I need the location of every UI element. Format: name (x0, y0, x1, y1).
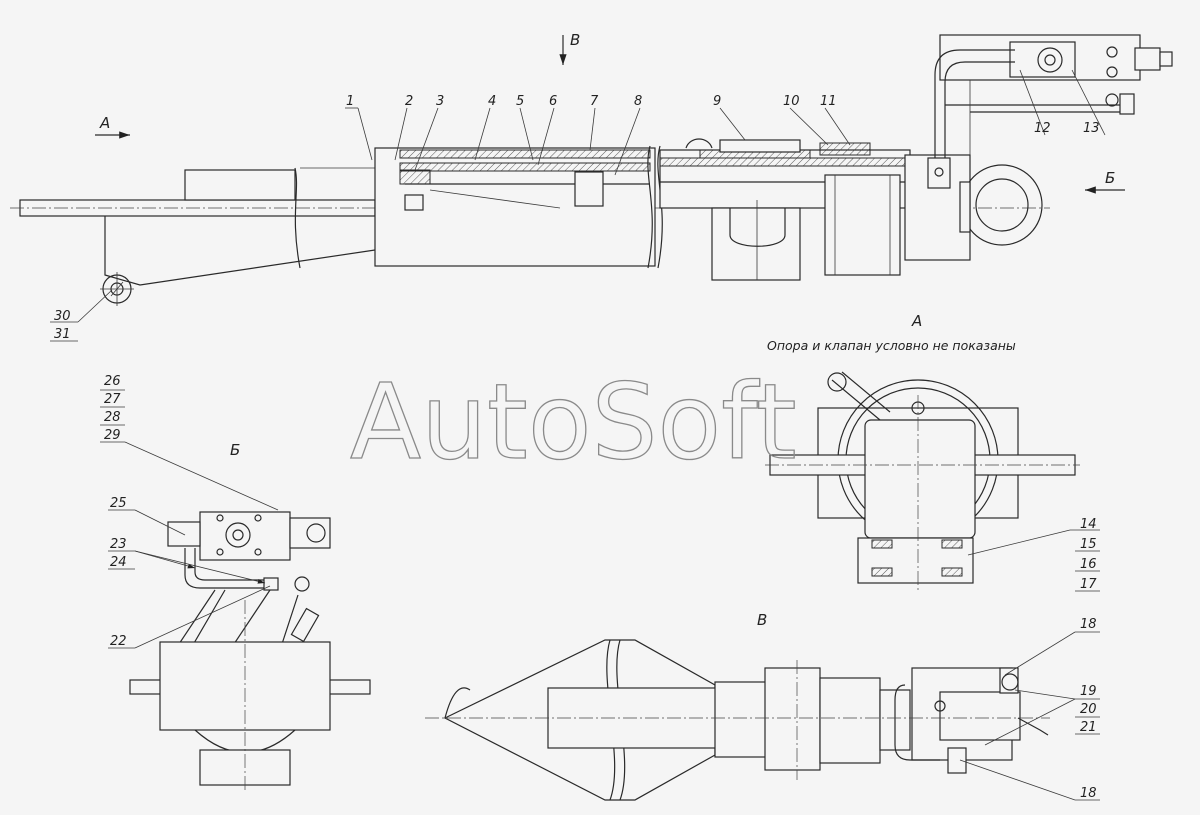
view-arrow-a: A (95, 114, 130, 139)
svg-text:15: 15 (1080, 537, 1097, 552)
svg-text:21: 21 (1080, 720, 1097, 735)
svg-text:27: 27 (104, 392, 121, 407)
callouts-main-top: 1 2 3 4 5 6 7 8 9 10 11 12 13 (345, 69, 1106, 176)
svg-text:В: В (757, 611, 767, 629)
main-section-view (10, 34, 1173, 306)
svg-text:5: 5 (516, 94, 524, 109)
svg-text:29: 29 (104, 428, 121, 443)
svg-text:4: 4 (488, 94, 496, 109)
svg-text:Б: Б (1105, 169, 1115, 187)
svg-text:16: 16 (1080, 557, 1097, 572)
svg-text:18: 18 (1080, 786, 1097, 801)
view-v: В (425, 611, 1050, 801)
svg-text:11: 11 (820, 94, 837, 109)
callouts-30-31: 30 31 (50, 289, 113, 342)
svg-text:8: 8 (634, 94, 642, 109)
svg-text:Опора и клапан условно не пока: Опора и клапан условно не показаны (767, 338, 1016, 353)
svg-text:28: 28 (104, 410, 121, 425)
svg-text:Б: Б (230, 441, 240, 459)
svg-text:31: 31 (54, 327, 71, 342)
svg-text:14: 14 (1080, 517, 1097, 532)
svg-text:1: 1 (346, 94, 354, 109)
svg-text:6: 6 (549, 94, 557, 109)
svg-text:12: 12 (1034, 121, 1051, 136)
svg-text:9: 9 (713, 94, 721, 109)
svg-text:В: В (570, 31, 580, 49)
svg-text:7: 7 (590, 94, 599, 109)
svg-text:22: 22 (110, 634, 127, 649)
view-a: A Опора и клапан условно не показаны (765, 312, 1080, 590)
view-arrow-b: Б (1085, 169, 1125, 194)
svg-text:26: 26 (104, 374, 121, 389)
svg-text:A: A (99, 114, 110, 132)
svg-text:30: 30 (54, 309, 71, 324)
svg-text:18: 18 (1080, 617, 1097, 632)
svg-text:10: 10 (783, 94, 800, 109)
svg-text:25: 25 (110, 496, 127, 511)
svg-text:2: 2 (405, 94, 413, 109)
svg-text:13: 13 (1083, 121, 1100, 136)
callouts-b: 26 27 28 29 25 23 24 22 (100, 374, 279, 649)
callouts-14-17: 14 15 16 17 (967, 517, 1100, 592)
svg-text:19: 19 (1080, 684, 1097, 699)
svg-text:24: 24 (110, 555, 127, 570)
view-b: Б (129, 441, 371, 790)
callouts-v: 18 19 20 21 18 (959, 617, 1100, 801)
watermark: AutoSoft (350, 361, 797, 483)
svg-text:17: 17 (1080, 577, 1097, 592)
svg-text:23: 23 (110, 537, 127, 552)
svg-text:20: 20 (1080, 702, 1097, 717)
view-arrow-v: В (559, 31, 580, 65)
svg-text:3: 3 (436, 94, 444, 109)
svg-text:A: A (911, 312, 922, 330)
